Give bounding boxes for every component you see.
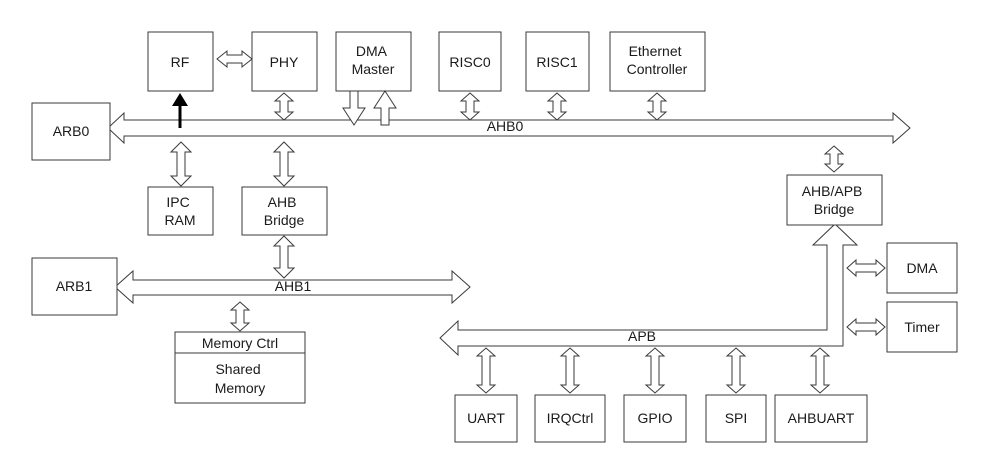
phy-block	[251, 31, 318, 92]
rf-phy-link	[216, 49, 253, 69]
ahb0-ahbbridge-link	[272, 141, 296, 187]
gpio-block	[623, 394, 687, 443]
rf-label: RF	[171, 54, 190, 70]
spi-label: SPI	[725, 410, 748, 426]
dma-master-block	[335, 31, 412, 92]
arb1-block	[31, 257, 118, 316]
ahb1-memctrl-link	[229, 301, 251, 332]
gpio-label: GPIO	[637, 410, 672, 426]
timer-label: Timer	[904, 319, 940, 335]
risc1-ahb0-link	[546, 92, 568, 121]
ahb0-ipcram-link	[169, 141, 193, 187]
risc0-block	[438, 31, 502, 92]
ethernet-controller-block	[609, 31, 706, 92]
ahb-apb-bridge-block	[786, 174, 883, 226]
spi-block	[705, 394, 767, 443]
apb-uart-link	[475, 347, 497, 394]
rf-ahb0-arrow-head	[172, 93, 188, 106]
risc0-label: RISC0	[449, 54, 490, 70]
apb-irqctrl-link	[559, 347, 581, 394]
ahb-apb-bridge-line-1: AHB/APB	[802, 183, 863, 199]
dma-master-label: DMA Master	[352, 43, 395, 77]
dma-label: DMA	[906, 260, 938, 276]
dma-master-down-link	[342, 90, 366, 126]
ahb1-bus	[114, 269, 471, 305]
rf-block	[147, 31, 214, 92]
dma-master-up-link	[373, 90, 397, 126]
ahb0-label: AHB0	[487, 118, 524, 134]
ahb-apb-bridge-label: AHB/APB Bridge	[802, 183, 867, 217]
arb1-label: ARB1	[56, 278, 93, 294]
apb-ahbuart-link	[809, 347, 831, 394]
ipc-ram-block	[147, 186, 214, 236]
apb-gpio-link	[644, 347, 666, 394]
phy-ahb0-link	[273, 92, 295, 121]
arb0-block	[31, 102, 111, 161]
ahb-bridge-line-2: Bridge	[264, 212, 305, 228]
risc1-block	[525, 31, 590, 92]
shared-memory-block	[174, 352, 306, 404]
ahb-bridge-block	[241, 186, 328, 236]
ipc-ram-label: IPC RAM	[164, 194, 195, 228]
apb-timer-link	[846, 317, 886, 337]
ahbbridge-ahb1-link	[272, 235, 296, 279]
dma-master-line-1: DMA	[356, 43, 388, 59]
shared-memory-label: Shared Memory	[215, 361, 266, 396]
timer-block	[886, 301, 958, 353]
risc1-label: RISC1	[536, 54, 577, 70]
irqctrl-block	[534, 394, 606, 443]
apb-dma-link	[846, 258, 886, 278]
ethernet-controller-label: Ethernet Controller	[627, 43, 688, 77]
ethernet-ahb0-link	[646, 92, 668, 121]
uart-label: UART	[467, 410, 505, 426]
ipc-ram-line-2: RAM	[164, 212, 195, 228]
ahb0-ahbapb-link	[823, 145, 845, 173]
phy-label: PHY	[270, 54, 299, 70]
shared-memory-line-1: Shared	[215, 361, 260, 377]
risc0-ahb0-link	[459, 92, 481, 121]
ahbuart-label: AHBUART	[788, 410, 855, 426]
arb0-label: ARB0	[53, 123, 90, 139]
shared-memory-line-2: Memory	[215, 380, 266, 396]
ethernet-line-1: Ethernet	[629, 43, 682, 59]
dma-master-line-2: Master	[352, 61, 395, 77]
ahb-apb-bridge-line-2: Bridge	[814, 201, 855, 217]
apb-label: APB	[628, 328, 656, 344]
ahb1-label: AHB1	[275, 278, 312, 294]
ahb0-bus	[107, 111, 911, 145]
ethernet-line-2: Controller	[627, 61, 688, 77]
irqctrl-label: IRQCtrl	[547, 410, 594, 426]
memory-ctrl-label: Memory Ctrl	[202, 335, 278, 351]
dma-block	[886, 242, 958, 294]
apb-spi-link	[725, 347, 747, 394]
ahb-bridge-label: AHB Bridge	[264, 194, 305, 228]
ipc-ram-line-1: IPC	[166, 194, 189, 210]
ahbuart-block	[774, 394, 868, 443]
uart-block	[454, 394, 518, 443]
ahb-bridge-line-1: AHB	[268, 194, 297, 210]
